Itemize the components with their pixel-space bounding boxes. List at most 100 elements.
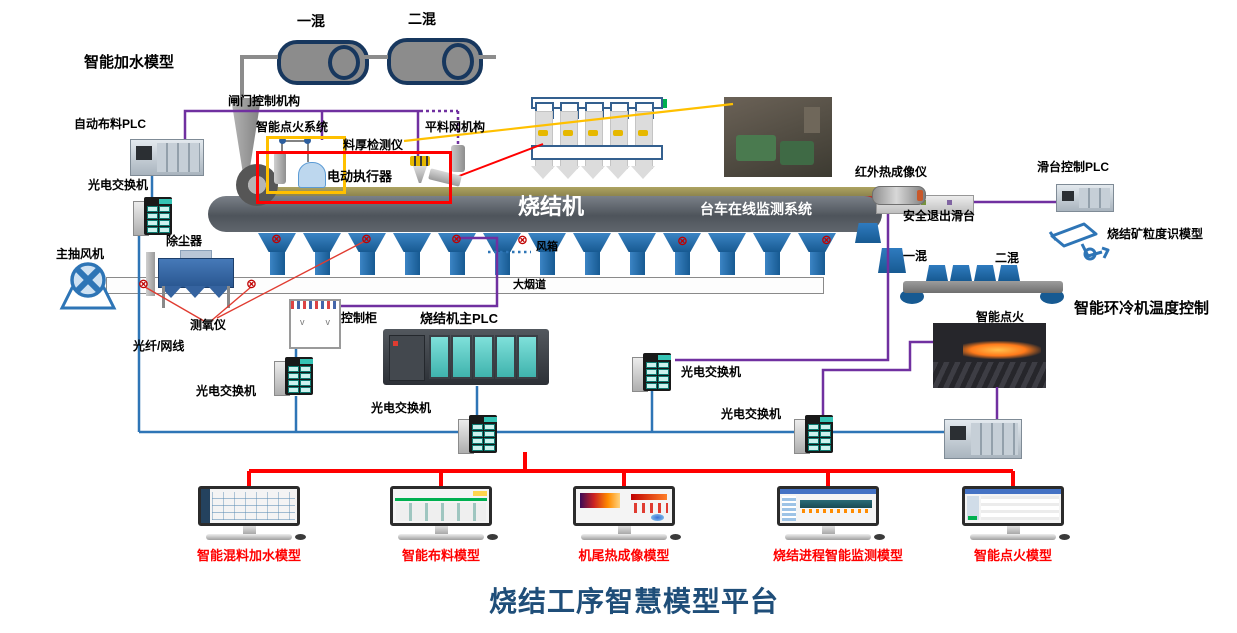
thickness-gauge-label: 料厚检测仪 bbox=[343, 138, 404, 152]
thickness-gauge-icon bbox=[410, 156, 430, 166]
mixer1-label: 一混 bbox=[297, 13, 325, 29]
machinery-photo bbox=[724, 97, 832, 177]
gate-control-label: 闸门控制机构 bbox=[228, 94, 301, 108]
main-flue-label: 大烟道 bbox=[513, 279, 546, 291]
thermal-imager-label: 红外热成像仪 bbox=[855, 165, 928, 179]
ignition-system-label: 智能点火系统 bbox=[256, 120, 329, 134]
monitor-thermal-model: 机尾热成像模型 bbox=[569, 486, 681, 564]
control-cabinet-label: 控制柜 bbox=[341, 311, 378, 325]
optical-switch1-device bbox=[133, 197, 173, 236]
mouse-icon bbox=[295, 534, 306, 540]
mixer2-drum bbox=[387, 38, 483, 85]
monitor-distribution-model: 智能布料模型 bbox=[386, 486, 498, 564]
windbox-funnel bbox=[528, 233, 566, 275]
windbox-funnel bbox=[483, 233, 521, 275]
cooler-control-label: 智能环冷机温度控制 bbox=[1074, 300, 1210, 317]
oxygen-sensor-icon: ⊗ bbox=[271, 231, 282, 246]
water-model-label: 智能加水模型 bbox=[84, 54, 175, 71]
discharge-chute-icon bbox=[855, 223, 881, 243]
oxygen-meter-label: 测氧仪 bbox=[190, 318, 227, 332]
smart-ignition-label: 智能点火 bbox=[976, 310, 1025, 324]
main-fan-label: 主抽风机 bbox=[56, 247, 105, 261]
cooler-car-icon bbox=[926, 265, 948, 281]
particle-model-label: 烧结矿粒度识模型 bbox=[1107, 227, 1204, 241]
mouse-icon bbox=[874, 534, 885, 540]
optical-switch3-label: 光电交换机 bbox=[371, 401, 432, 415]
monitor-label: 机尾热成像模型 bbox=[578, 548, 670, 563]
cooler-car-icon bbox=[998, 265, 1020, 281]
monitor-label: 智能混料加水模型 bbox=[196, 548, 301, 563]
cooler-mixer2-label: 二混 bbox=[995, 251, 1020, 265]
ignition-plc-device bbox=[944, 419, 1022, 459]
discharge-chute-icon bbox=[878, 248, 906, 273]
optical-switch5-device bbox=[794, 415, 834, 454]
windbox-funnel bbox=[618, 233, 656, 275]
oxygen-sensor-icon: ⊗ bbox=[451, 231, 462, 246]
cooler-mixer1-label: 一混 bbox=[903, 249, 928, 263]
mouse-icon bbox=[670, 534, 681, 540]
thermal-imager-icon bbox=[872, 186, 926, 205]
windbox-funnel bbox=[393, 233, 431, 275]
main-plc-label: 烧结机主PLC bbox=[420, 311, 499, 326]
dust-collector-label: 除尘器 bbox=[166, 234, 203, 248]
oxygen-sensor-icon: ⊗ bbox=[517, 232, 528, 247]
slide-plc-device bbox=[1056, 184, 1114, 212]
mouse-icon bbox=[487, 534, 498, 540]
sprayer-array-icon bbox=[531, 97, 665, 183]
monitor-label: 智能布料模型 bbox=[401, 548, 480, 563]
feed-plc-label: 自动布料PLC bbox=[74, 117, 147, 131]
monitor-ignition-model: 智能点火模型 bbox=[958, 486, 1070, 564]
cooler-car-icon bbox=[974, 265, 996, 281]
feed-plc-device bbox=[130, 139, 204, 176]
windbox-funnel bbox=[708, 233, 746, 275]
cooler-car-icon bbox=[950, 265, 972, 281]
monitor-screen bbox=[962, 486, 1064, 526]
monitor-mixing-water-model: 智能混料加水模型 bbox=[194, 486, 306, 564]
actuator-label: 电动执行器 bbox=[327, 169, 393, 184]
page-title: 烧结工序智慧模型平台 bbox=[488, 586, 779, 617]
trolley-monitor-label: 台车在线监测系统 bbox=[700, 201, 812, 217]
oxygen-sensor-icon: ⊗ bbox=[246, 276, 257, 291]
windbox-funnel bbox=[573, 233, 611, 275]
windbox-funnel bbox=[303, 233, 341, 275]
windbox-label: 风箱 bbox=[536, 241, 558, 253]
monitor-screen bbox=[390, 486, 492, 526]
leveler-label: 平料网机构 bbox=[425, 120, 486, 134]
oxygen-sensor-icon: ⊗ bbox=[677, 233, 688, 248]
oxygen-sensor-icon: ⊗ bbox=[361, 231, 372, 246]
exit-slide-label: 安全退出滑台 bbox=[903, 209, 976, 223]
optical-switch2-label: 光电交换机 bbox=[196, 384, 257, 398]
ignition-photo bbox=[933, 323, 1046, 388]
windbox-funnel bbox=[753, 233, 791, 275]
leveler-device-icon bbox=[451, 145, 465, 172]
green-marker-icon bbox=[663, 99, 667, 108]
optical-switch2-device bbox=[274, 357, 314, 396]
mixer1-drum bbox=[277, 40, 369, 85]
slide-plc-label: 滑台控制PLC bbox=[1037, 160, 1110, 174]
optical-switch3-device bbox=[458, 415, 498, 454]
optical-switch5-label: 光电交换机 bbox=[721, 407, 782, 421]
optical-switch1-label: 光电交换机 bbox=[88, 178, 149, 192]
main-fan-icon bbox=[59, 262, 117, 310]
mixer2-label: 二混 bbox=[408, 11, 436, 27]
sinter-machine-label: 烧结机 bbox=[518, 194, 585, 219]
camera-icon bbox=[1048, 222, 1110, 261]
main-plc-device bbox=[383, 329, 549, 385]
dust-collector-icon bbox=[140, 250, 240, 310]
oxygen-sensor-icon: ⊗ bbox=[821, 232, 832, 247]
monitor-screen bbox=[198, 486, 300, 526]
monitor-label: 烧结进程智能监测模型 bbox=[773, 548, 904, 563]
optical-switch4-label: 光电交换机 bbox=[681, 365, 742, 379]
optical-switch4-device bbox=[632, 353, 672, 392]
monitor-screen bbox=[777, 486, 879, 526]
monitor-screen bbox=[573, 486, 675, 526]
ignition-dome-icon bbox=[298, 162, 326, 188]
mouse-icon bbox=[1059, 534, 1070, 540]
ring-cooler-icon bbox=[903, 281, 1063, 293]
fiber-label: 光纤/网线 bbox=[133, 339, 185, 353]
monitor-process-model: 烧结进程智能监测模型 bbox=[773, 486, 904, 564]
burner-icon bbox=[274, 152, 286, 184]
oxygen-sensor-icon: ⊗ bbox=[138, 276, 149, 291]
